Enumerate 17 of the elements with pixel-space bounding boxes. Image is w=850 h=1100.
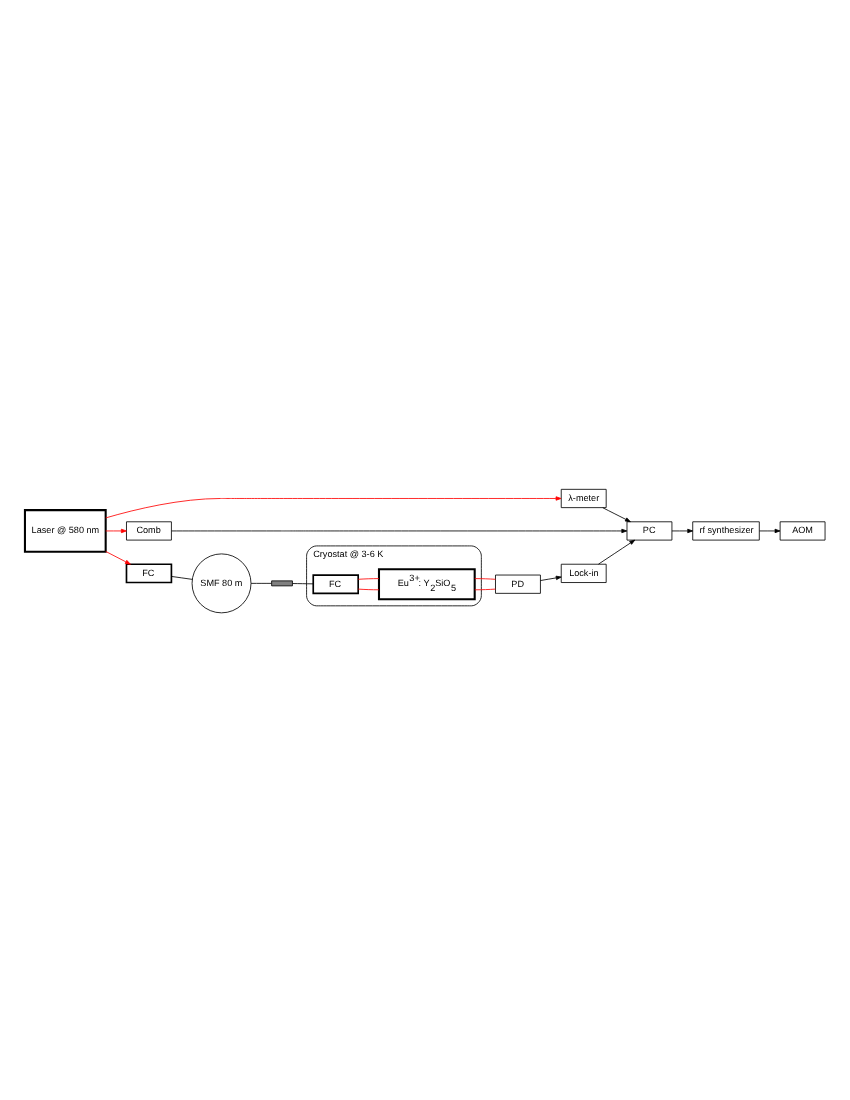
node-bar xyxy=(271,579,293,586)
arrow xyxy=(171,527,628,533)
connector xyxy=(292,582,314,584)
arrow xyxy=(759,527,781,533)
connector xyxy=(357,587,380,590)
arrow xyxy=(671,527,694,533)
arrow xyxy=(105,495,562,518)
connector xyxy=(250,581,272,583)
connector xyxy=(474,587,496,590)
arrow xyxy=(540,574,562,580)
arrow xyxy=(105,550,131,564)
arrow xyxy=(105,527,127,533)
arrow xyxy=(598,538,636,564)
connector xyxy=(474,577,496,579)
connector xyxy=(171,575,193,579)
connector xyxy=(357,577,380,579)
arrow xyxy=(602,506,631,522)
